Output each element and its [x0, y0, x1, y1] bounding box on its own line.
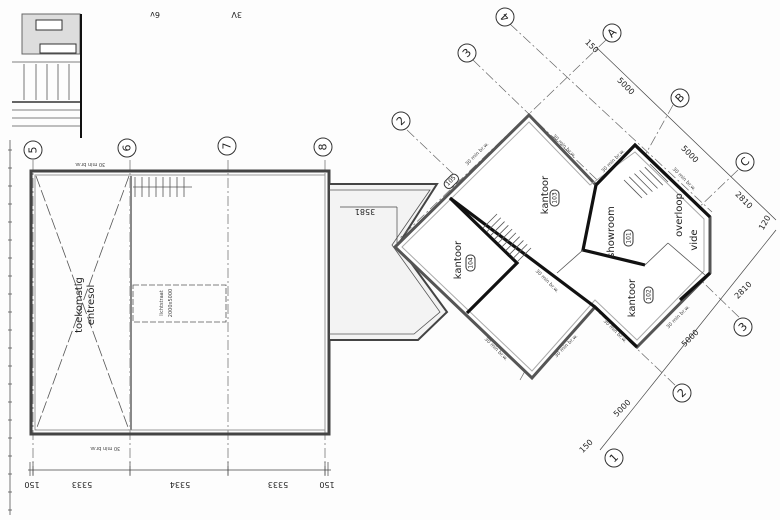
- skylight-size: 2000x5000: [168, 289, 174, 317]
- wall-note: 30 min br.w.: [89, 445, 120, 451]
- dim-label: 5000: [612, 398, 633, 419]
- stair-tread: [628, 176, 648, 196]
- dim-label: 5334: [170, 480, 190, 489]
- stair-tread: [509, 240, 524, 255]
- svg-text:5: 5: [27, 147, 40, 154]
- stair-office: [482, 163, 669, 263]
- grid-bubble-7: 7: [217, 136, 237, 156]
- wall-note: 30 min br.w.: [74, 161, 105, 167]
- room-name: kantoor: [627, 278, 638, 317]
- stair-tread: [516, 247, 532, 263]
- dim-label: 5000: [680, 328, 701, 349]
- stair-tread: [639, 170, 658, 189]
- stair-tread: [494, 225, 509, 240]
- room-number: 103: [552, 192, 559, 204]
- grid-bubble-C: C: [735, 152, 755, 172]
- grid-bubble-1: 1: [604, 448, 624, 468]
- grid-bubble-3: 3: [457, 43, 477, 63]
- stair-tread: [497, 228, 513, 244]
- dim-label: 150: [578, 438, 595, 455]
- svg-text:7: 7: [221, 143, 234, 150]
- grid-bubble-B: B: [670, 88, 690, 108]
- grid-bubble-8: 8: [313, 137, 333, 157]
- stair-tread: [623, 179, 643, 199]
- stair-tread: [634, 173, 653, 192]
- stair-tread: [512, 243, 528, 259]
- dim-label: 5000: [679, 144, 700, 165]
- room-name: showroom: [606, 206, 617, 258]
- dim-label: 5000: [615, 76, 636, 97]
- title-mark: 6v: [150, 10, 160, 19]
- room-name: vide: [689, 229, 700, 250]
- dim-label: 2810: [733, 280, 754, 301]
- stair-tread: [490, 221, 505, 236]
- stair-tread: [644, 166, 664, 186]
- elevation-detail-inset: [12, 13, 82, 138]
- dim-label: 150: [319, 480, 334, 489]
- stair-tread: [501, 232, 517, 248]
- hall-dimension-line: [28, 462, 331, 476]
- stair-hall: [133, 177, 192, 197]
- skylight-label: lichtstraat: [159, 290, 165, 315]
- svg-text:8: 8: [317, 144, 330, 151]
- stair-tread: [649, 163, 669, 183]
- stair-tread: [486, 217, 502, 233]
- dim-label: 3581: [355, 207, 375, 216]
- left-ruler: [8, 140, 12, 515]
- dim-label: 5333: [72, 480, 92, 489]
- link-corridor: [328, 183, 449, 341]
- room-name: kantoor: [453, 240, 464, 279]
- grid-bubble-3: 3: [733, 317, 753, 337]
- title-mark: 3V: [231, 10, 242, 19]
- dim-label: 5333: [268, 480, 288, 489]
- grid-bubble-4: 4: [495, 7, 515, 27]
- dim-label: 2810: [733, 190, 754, 211]
- grid-bubble-2: 2: [391, 111, 411, 131]
- room-number: 101: [626, 232, 633, 244]
- svg-text:6: 6: [121, 145, 134, 152]
- mezzanine-label: entresol: [86, 285, 97, 326]
- room-name: overloop: [674, 193, 685, 237]
- grid-bubble-A: A: [602, 23, 622, 43]
- dim-label: 120: [757, 214, 772, 232]
- grid-bubble-6: 6: [117, 138, 137, 158]
- grid-bubble-5: 5: [23, 140, 43, 160]
- room-name: kantoor: [540, 175, 551, 214]
- dim-label: 150: [583, 38, 600, 55]
- dim-label: 150: [24, 480, 39, 489]
- stair-tread: [505, 236, 520, 251]
- mezzanine-label: toekomstig: [74, 277, 85, 333]
- room-number: 104: [468, 257, 475, 269]
- room-number: 102: [646, 289, 653, 301]
- office-building: [392, 112, 712, 381]
- grid-bubble-2: 2: [672, 383, 692, 403]
- stair-tread: [482, 213, 498, 229]
